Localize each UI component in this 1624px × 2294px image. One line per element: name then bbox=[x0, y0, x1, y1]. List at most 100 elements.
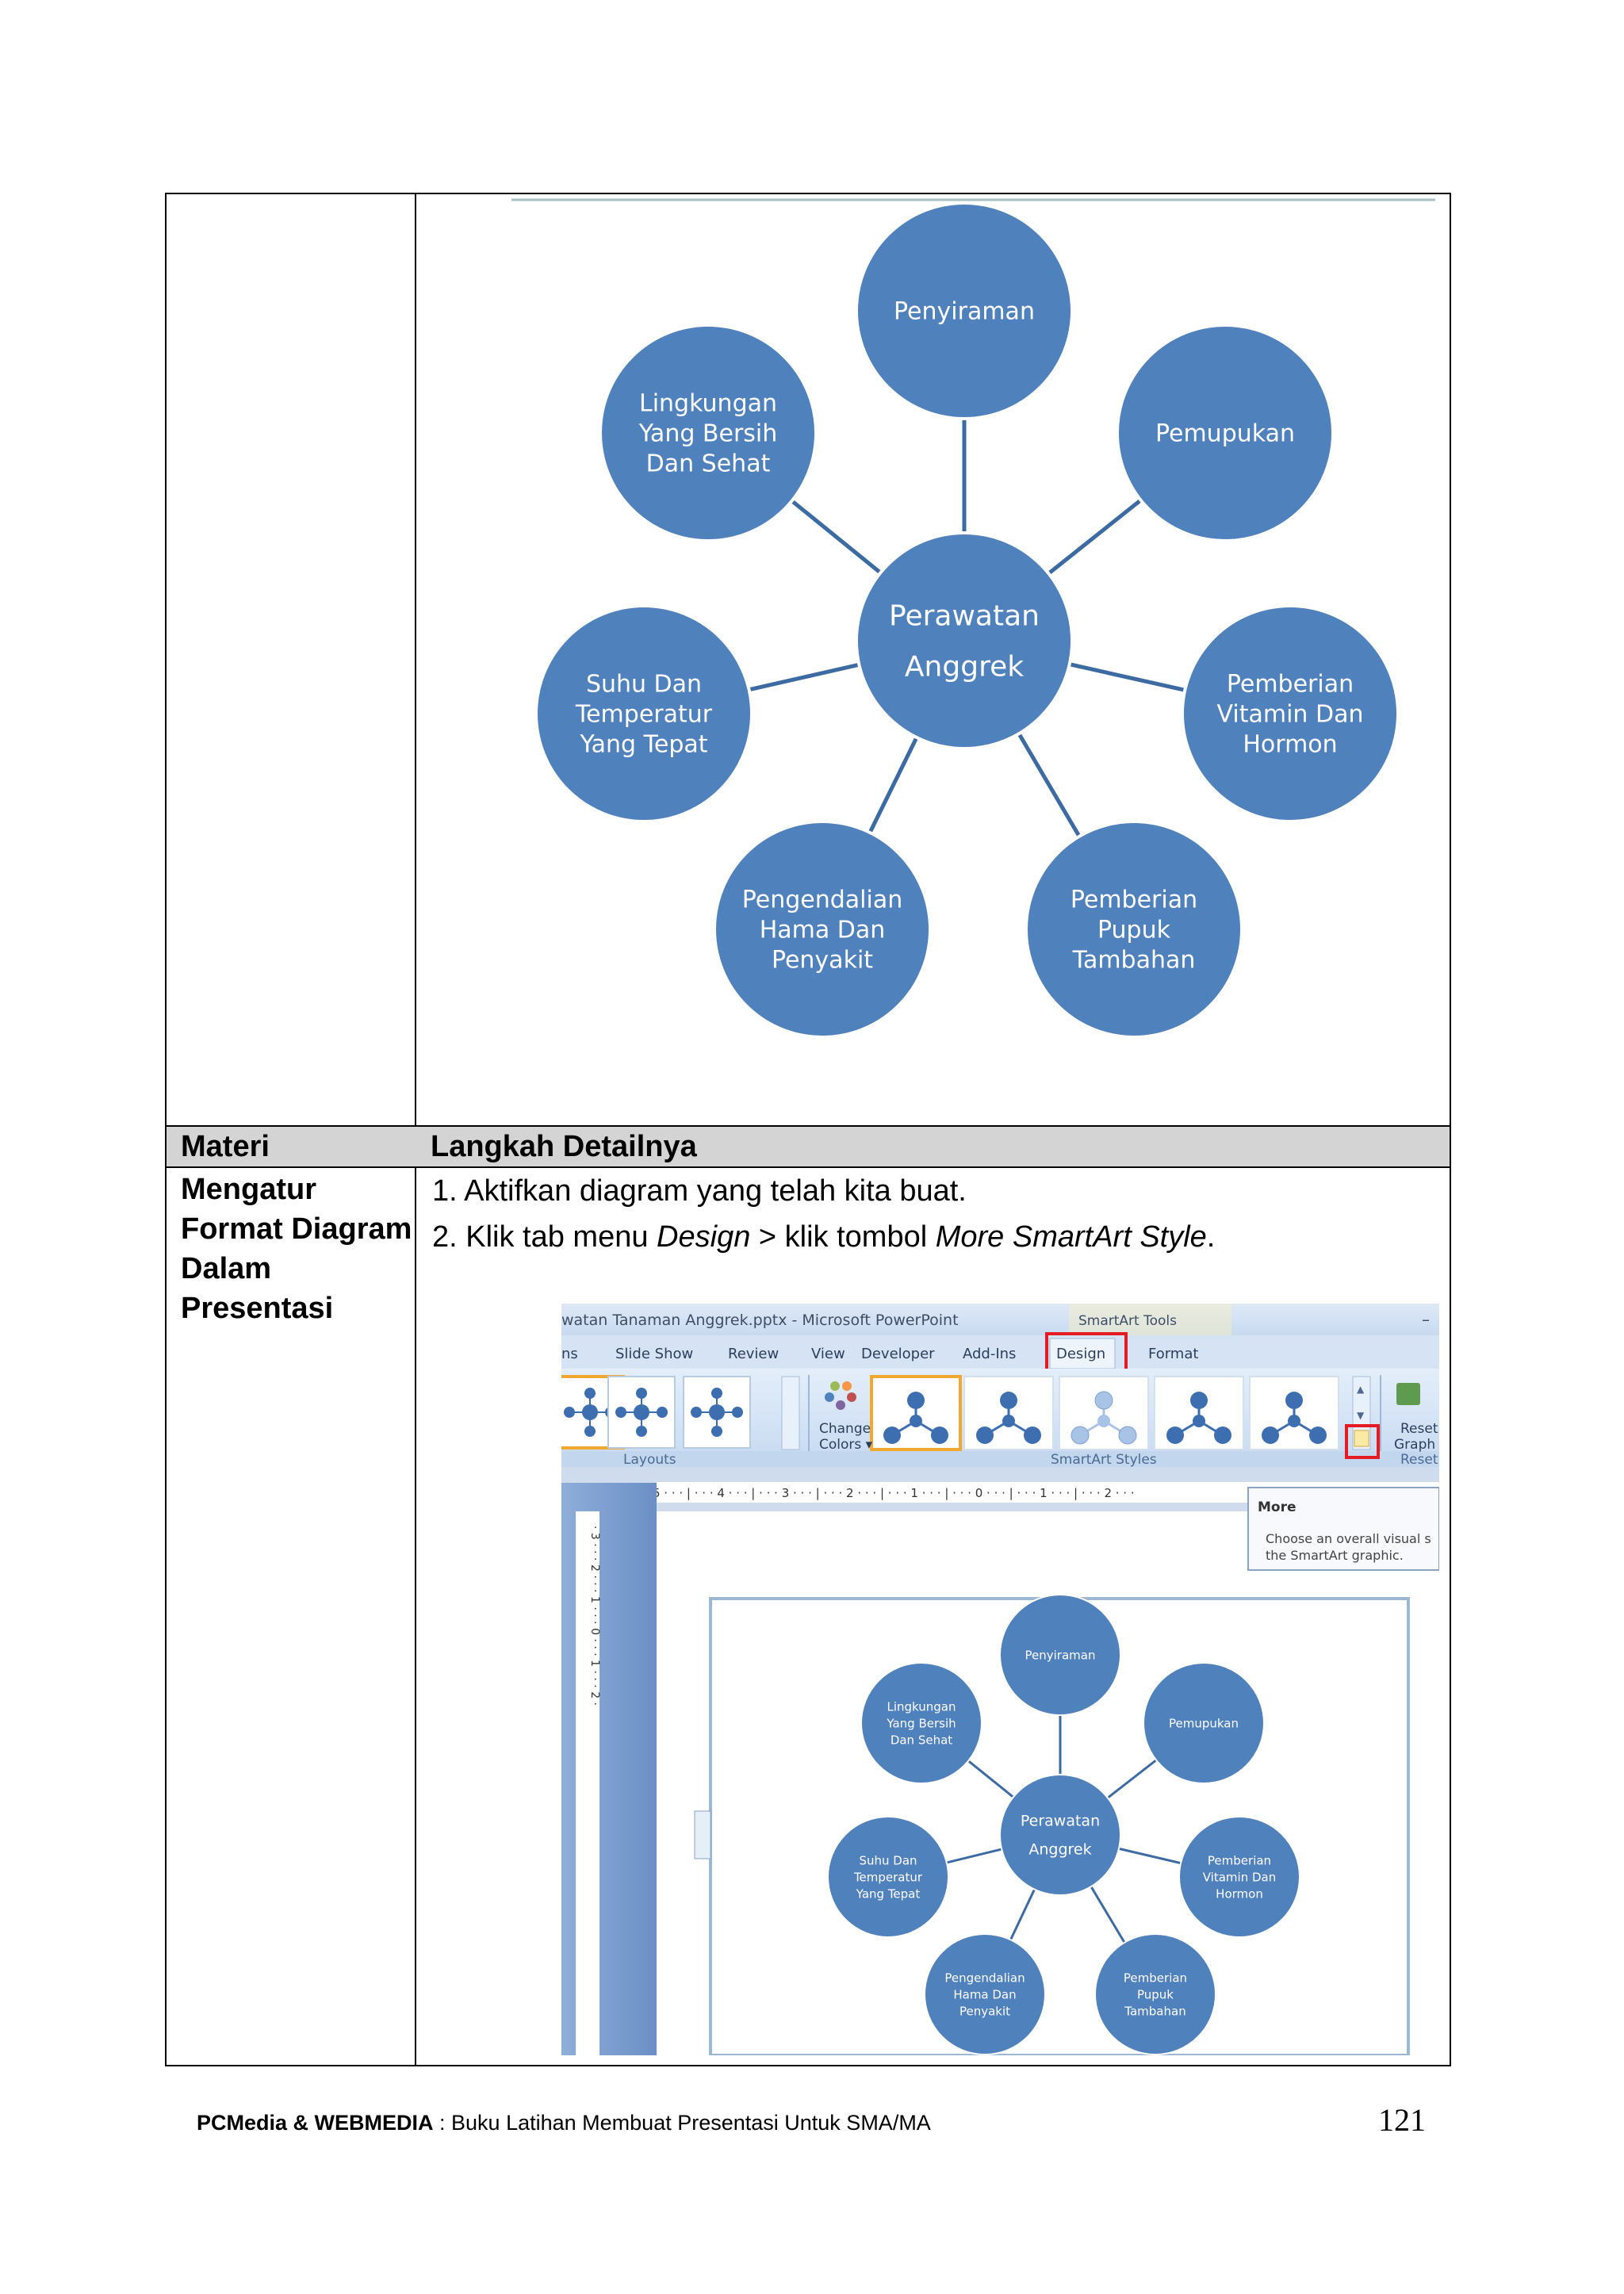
change-colors-icon bbox=[830, 1381, 840, 1391]
minimize-button[interactable]: – bbox=[1422, 1310, 1430, 1329]
smartart-diagram-preview[interactable]: PerawatanAnggrekPenyiramanPemupukanPembe… bbox=[827, 1594, 1300, 2055]
outer-node bbox=[999, 1594, 1121, 1716]
style-dot bbox=[1285, 1392, 1303, 1409]
layout-dot bbox=[657, 1407, 668, 1418]
ribbon-group-footer bbox=[561, 1451, 1439, 1467]
tooltip-title: More bbox=[1258, 1499, 1297, 1515]
outer-node bbox=[599, 324, 818, 542]
header-langkah: Langkah Detailnya bbox=[431, 1130, 697, 1163]
node-label: Vitamin Dan bbox=[1203, 1870, 1276, 1884]
more-button[interactable] bbox=[1354, 1430, 1369, 1447]
ribbon-tab[interactable]: View bbox=[811, 1346, 845, 1362]
outer-node bbox=[1025, 820, 1243, 1039]
vertical-ruler bbox=[576, 1511, 599, 2055]
tooltip-text: Choose an overall visual s bbox=[1266, 1531, 1431, 1546]
style-dot bbox=[1309, 1427, 1327, 1444]
ribbon-tab[interactable]: Format bbox=[1148, 1346, 1198, 1362]
node-label: Pengendalian bbox=[944, 1970, 1025, 1985]
ribbon-tab[interactable]: ns bbox=[561, 1346, 578, 1362]
style-dot bbox=[931, 1427, 948, 1444]
node-label: Penyiraman bbox=[894, 298, 1035, 326]
outer-node bbox=[855, 201, 1074, 420]
group-layouts: Layouts bbox=[623, 1452, 676, 1468]
outer-node bbox=[1094, 1933, 1216, 2055]
node-label: Pemberian bbox=[1071, 887, 1197, 914]
node-label: Pemupukan bbox=[1155, 420, 1295, 448]
style-dot bbox=[1288, 1415, 1300, 1427]
node-label: Pengendalian bbox=[742, 887, 903, 914]
footer-title: : Buku Latihan Membuat Presentasi Untuk … bbox=[433, 2111, 931, 2135]
layout-dot bbox=[636, 1426, 647, 1437]
change-colors-icon bbox=[836, 1400, 845, 1410]
node-label: Yang Tepat bbox=[856, 1886, 921, 1901]
node-label: Temperatur bbox=[853, 1870, 923, 1884]
text-pane-toggle[interactable] bbox=[694, 1810, 711, 1859]
node-label: Pemberian bbox=[1124, 1970, 1187, 1985]
layout-dot bbox=[732, 1407, 743, 1418]
ribbon-tab[interactable]: Add-Ins bbox=[963, 1346, 1016, 1362]
layout-dot bbox=[636, 1388, 647, 1399]
group-smartart-styles: SmartArt Styles bbox=[1051, 1452, 1157, 1468]
tab-row bbox=[561, 1335, 1439, 1369]
style-dot bbox=[1118, 1426, 1137, 1445]
layout-dot bbox=[584, 1426, 596, 1437]
topic-title: Mengatur Format Diagram Dalam Presentasi bbox=[181, 1170, 412, 1328]
change-colors-icon bbox=[847, 1392, 856, 1402]
style-dot bbox=[1000, 1392, 1017, 1409]
style-dot bbox=[1214, 1427, 1231, 1444]
scroll-down-icon[interactable]: ▼ bbox=[1357, 1410, 1365, 1421]
ribbon-tab[interactable]: Review bbox=[728, 1346, 779, 1362]
node-label: Lingkungan bbox=[887, 1699, 956, 1714]
layout-dot bbox=[691, 1407, 702, 1418]
style-dot bbox=[1002, 1415, 1015, 1427]
tab-design-bg bbox=[1049, 1338, 1116, 1369]
change-colors-icon bbox=[825, 1392, 834, 1402]
node-label: Anggrek bbox=[905, 651, 1024, 684]
node-label: Pemberian bbox=[1208, 1853, 1271, 1867]
row-divider-bottom bbox=[165, 1166, 1451, 1168]
style-dot bbox=[976, 1427, 994, 1444]
node-label: Pemupukan bbox=[1169, 1716, 1239, 1730]
node-label: Hama Dan bbox=[760, 917, 886, 944]
smartart-radial-diagram: PerawatanAnggrekPenyiramanPemupukanPembe… bbox=[511, 198, 1435, 1039]
scroll-up-icon[interactable]: ▲ bbox=[1357, 1384, 1365, 1395]
node-label: Hama Dan bbox=[953, 1987, 1016, 2001]
outer-node bbox=[827, 1816, 949, 1938]
node-label: Penyakit bbox=[772, 947, 873, 975]
style-dot bbox=[1024, 1427, 1041, 1444]
ribbon-tabs: ns Slide Show Review View Developer Add-Ins De… bbox=[561, 1332, 1198, 1386]
ribbon-tab[interactable]: Design bbox=[1056, 1346, 1105, 1362]
reset-graphic-button[interactable]: Reset Graph bbox=[1394, 1383, 1438, 1453]
step-2-text: 2. Klik tab menu bbox=[432, 1220, 657, 1254]
outer-node bbox=[1181, 604, 1400, 823]
ribbon-tab[interactable]: Slide Show bbox=[615, 1346, 693, 1362]
step-2-text: . bbox=[1206, 1220, 1216, 1254]
more-button-highlight bbox=[1345, 1424, 1380, 1459]
smartart-styles-gallery[interactable] bbox=[870, 1375, 1339, 1451]
layout-dot bbox=[711, 1426, 722, 1437]
layout-gallery[interactable] bbox=[561, 1375, 800, 1450]
reset-icon bbox=[1396, 1383, 1420, 1405]
layout-scrollbar[interactable] bbox=[781, 1376, 800, 1450]
outer-node bbox=[713, 820, 932, 1039]
node-label: Lingkungan bbox=[639, 390, 777, 418]
tooltip bbox=[1247, 1487, 1439, 1571]
table-header-row bbox=[167, 1127, 1450, 1166]
footer-brand: PCMedia & WEBMEDIA bbox=[197, 2111, 434, 2135]
node-label: Suhu Dan bbox=[859, 1853, 917, 1867]
topic-line: Format Diagram bbox=[181, 1212, 412, 1246]
change-colors-icon bbox=[842, 1381, 852, 1391]
step-1: 1. Aktifkan diagram yang telah kita buat… bbox=[432, 1174, 967, 1208]
node-label: Tambahan bbox=[1072, 947, 1196, 975]
topic-line: Dalam bbox=[181, 1252, 272, 1285]
node-label: Perawatan bbox=[1021, 1813, 1100, 1830]
change-colors-label: Colors ▾ bbox=[819, 1437, 873, 1453]
step-2-more-style: More SmartArt Style bbox=[935, 1220, 1207, 1254]
change-colors-button[interactable]: Change Colors ▾ bbox=[819, 1381, 873, 1453]
node-label: Anggrek bbox=[1028, 1841, 1091, 1859]
topic-line: Mengatur bbox=[181, 1173, 316, 1206]
radial-diagram-shapes: PerawatanAnggrekPenyiramanPemupukanPembe… bbox=[534, 201, 1400, 1039]
ribbon-tab[interactable]: Developer bbox=[861, 1346, 935, 1362]
style-dot bbox=[1193, 1415, 1205, 1427]
outer-node bbox=[860, 1662, 982, 1784]
